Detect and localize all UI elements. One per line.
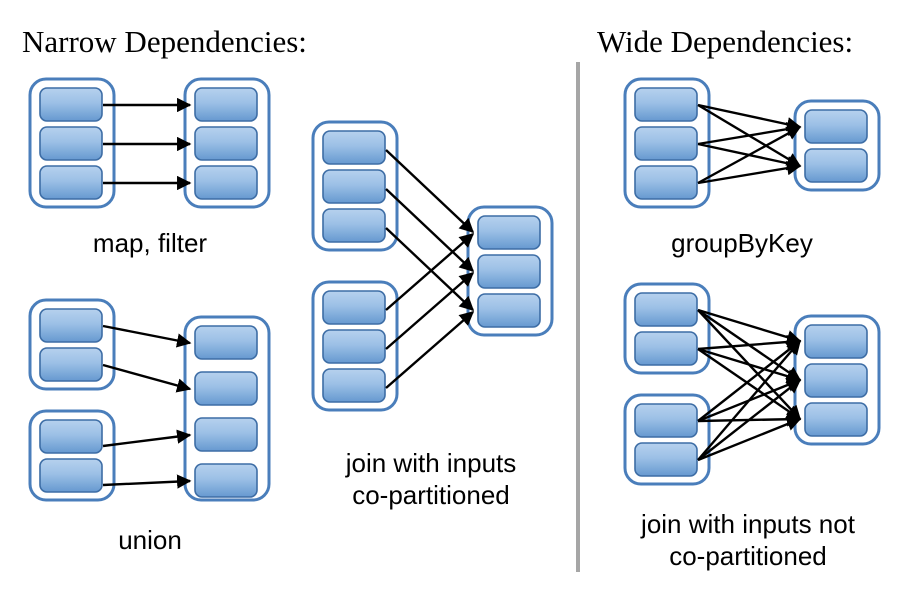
partition-box [804,148,868,183]
dependency-edge [102,324,192,348]
example-join-not-copartitioned: join with inputs not co-partitioned [623,282,881,571]
partition-box [804,402,868,437]
partition-box [322,290,386,325]
partition-box [322,130,386,165]
partition-box [39,126,103,161]
partition-box [39,458,103,493]
partition-box [634,331,698,366]
dependency-edge [385,272,475,350]
map-filter-label: map, filter [93,228,207,258]
partition-box [194,325,258,360]
dependency-edge [385,227,475,311]
join-copart-label-line2: co-partitioned [352,480,510,510]
dependency-edge [697,347,802,384]
partition-box [194,371,258,406]
partition-box [39,165,103,200]
dependency-edge [697,417,802,462]
narrow-dependencies-title: Narrow Dependencies: [22,24,307,59]
partition-box [194,463,258,498]
partition-box [322,208,386,243]
partition-box [634,126,698,161]
dependency-edge [102,363,192,393]
example-groupbykey: groupByKey [623,77,881,258]
partition-box [194,165,258,200]
partition-box [804,324,868,359]
join-notcopart-label-line2: co-partitioned [669,541,827,571]
partition-box [477,215,541,250]
dependency-edge [102,429,192,448]
join-copart-label-line1: join with inputs [345,448,517,478]
partition-box [634,165,698,200]
dependency-edge [697,348,802,420]
example-map-filter: map, filter [28,77,271,258]
partition-box [39,419,103,454]
dependency-edge [385,233,475,311]
partition-box [39,87,103,122]
example-join-copartitioned: join with inputs co-partitioned [311,120,554,510]
dependency-edge [697,340,802,422]
partition-box [634,403,698,438]
partition-box [194,417,258,452]
dependency-edge [697,334,802,351]
example-union: union [28,298,271,555]
join-notcopart-label-line1: join with inputs not [640,509,856,539]
partition-box [194,87,258,122]
dependency-edge [697,379,802,461]
wide-dependencies-title: Wide Dependencies: [597,24,853,59]
dependency-edge [385,188,475,272]
groupbykey-label: groupByKey [671,228,813,258]
dependency-edge [697,308,802,345]
partition-box [804,109,868,144]
partition-box [634,442,698,477]
partition-box [322,329,386,364]
partition-box [322,169,386,204]
partition-box [634,292,698,327]
dependency-edge [385,311,475,389]
partition-box [477,293,541,328]
dependency-edge [102,474,192,489]
dependency-edge [697,122,802,146]
union-label: union [118,525,182,555]
dependency-edge [697,103,802,132]
partition-box [804,363,868,398]
dependency-edge [697,339,801,461]
partition-box [322,368,386,403]
union-output-panel [183,315,271,502]
dependency-edge [697,125,802,185]
partition-box [634,87,698,122]
partition-box [39,308,103,343]
partition-box [194,126,258,161]
partition-box [39,347,103,382]
dependency-edge [385,149,475,233]
dependency-edge [697,161,802,185]
partition-box [477,254,541,289]
